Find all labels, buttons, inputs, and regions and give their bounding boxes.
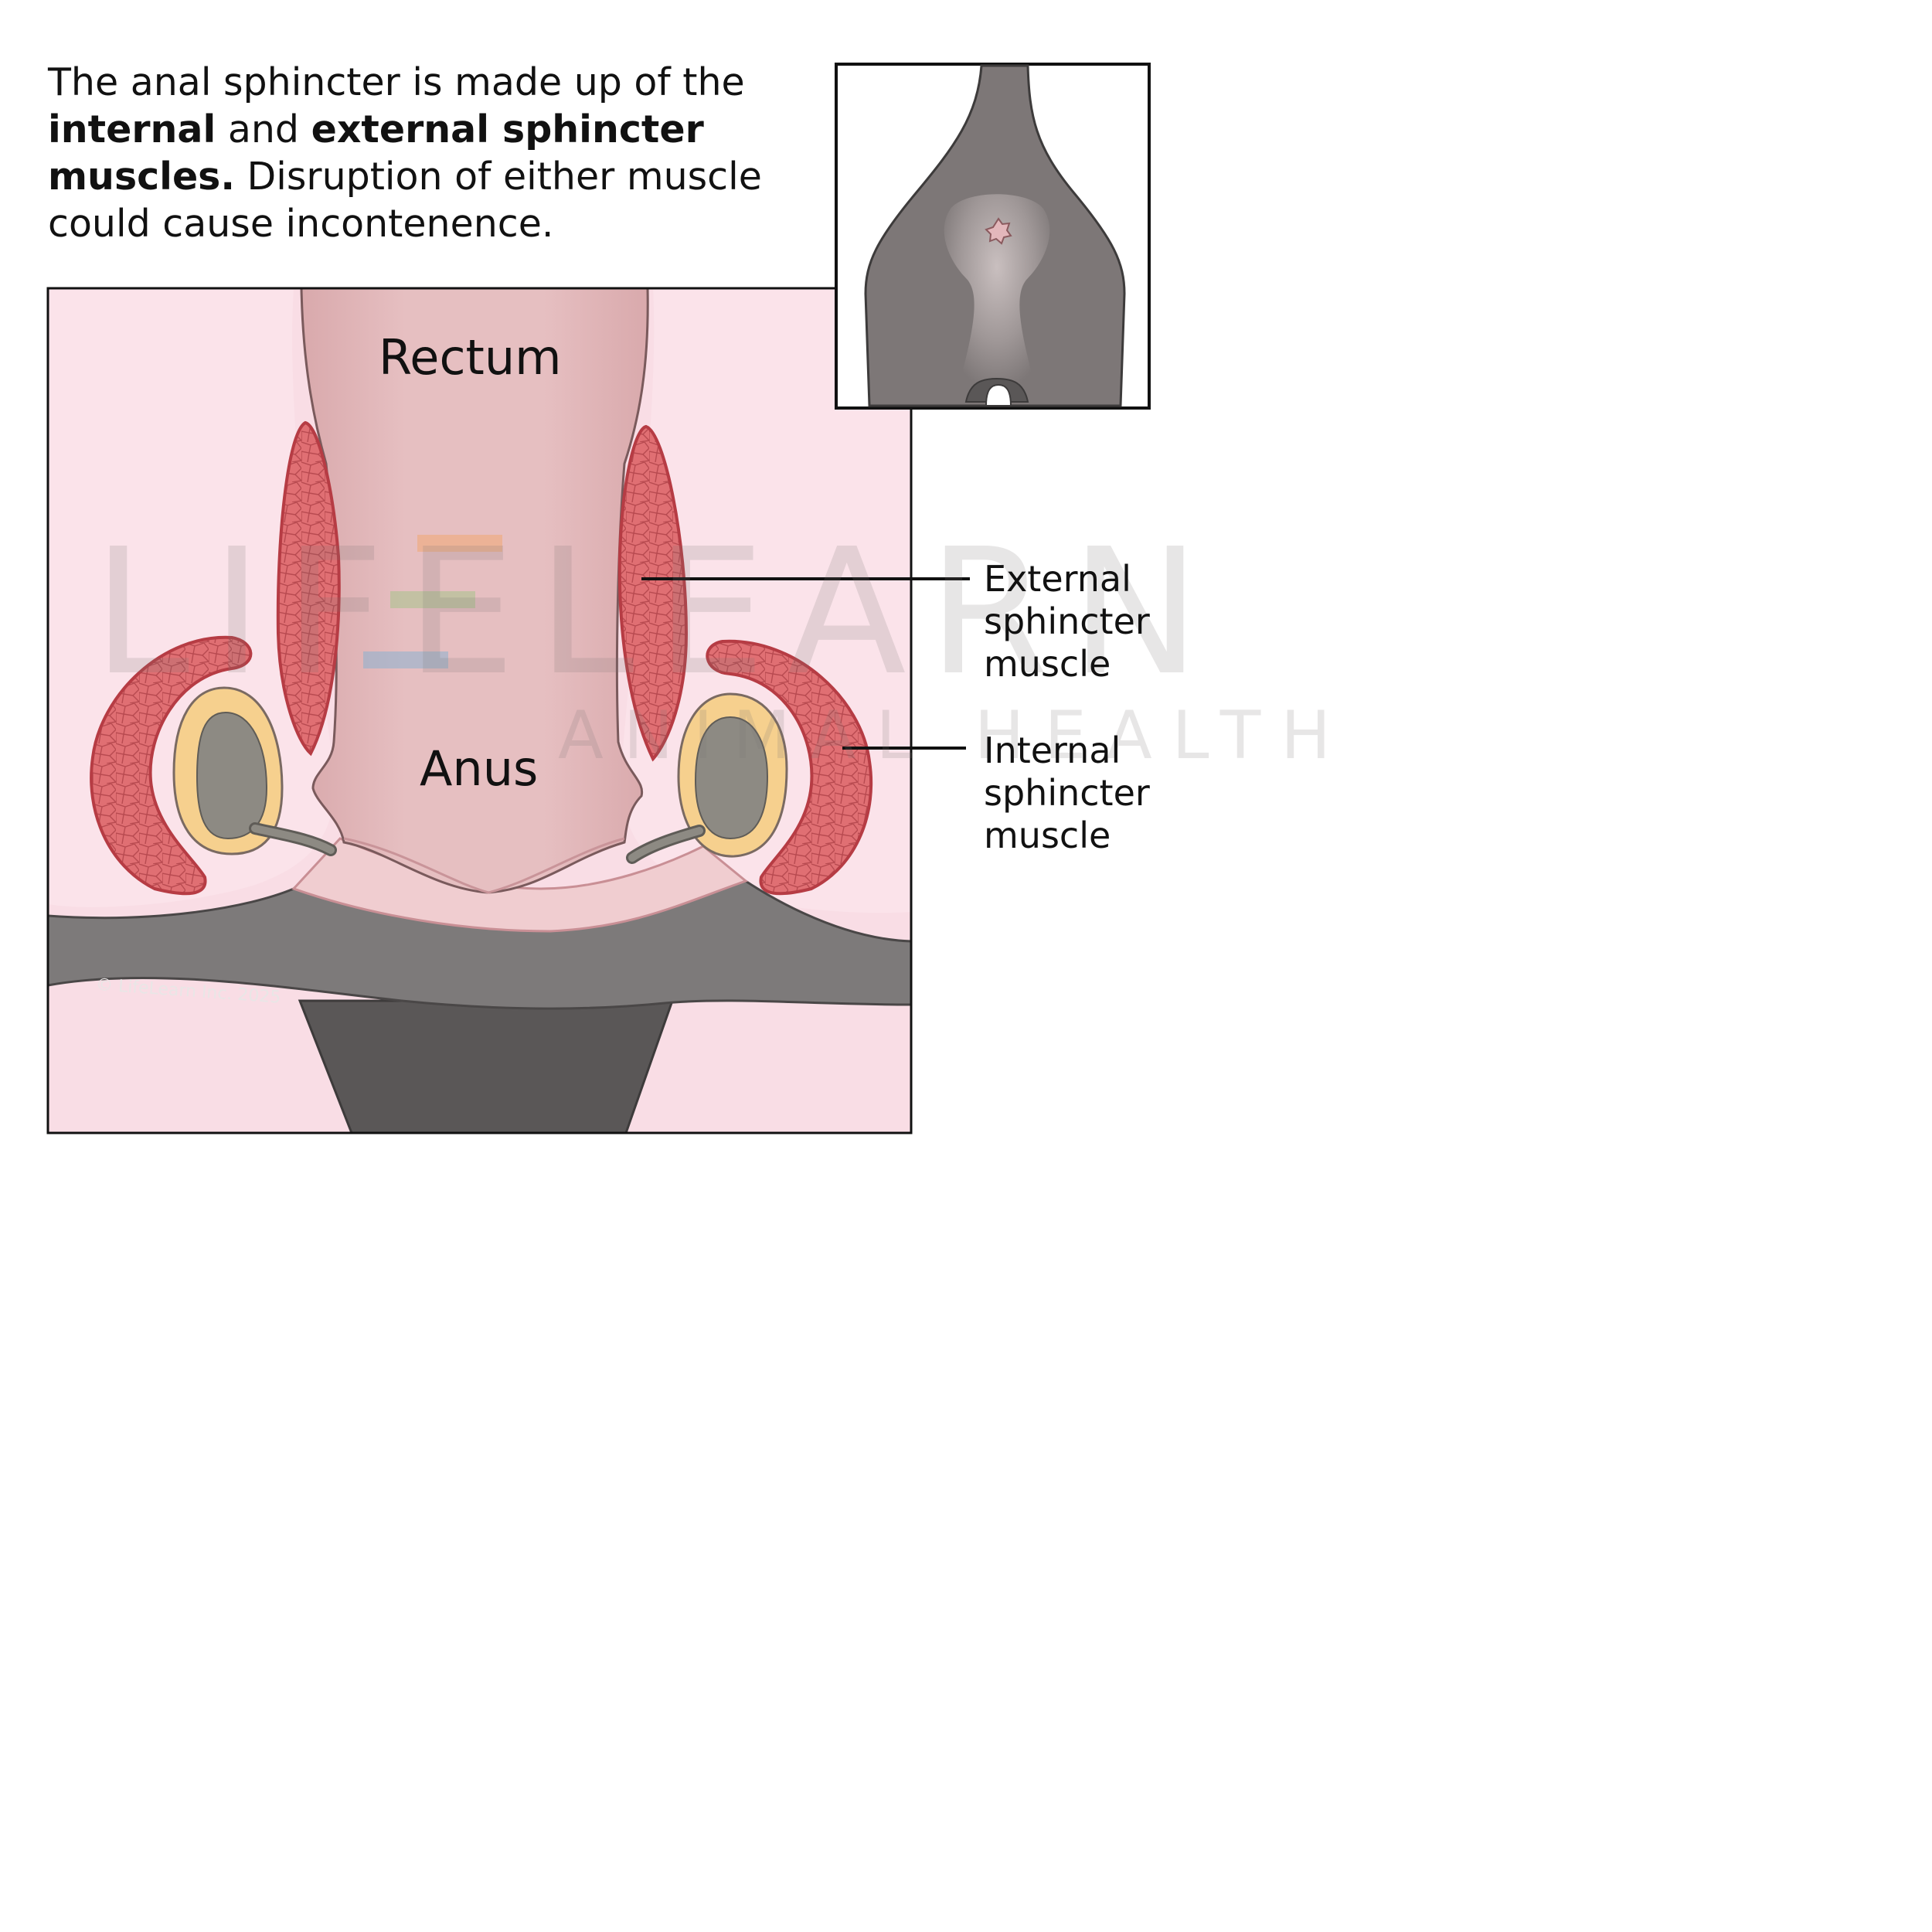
label-line: muscle [984, 643, 1111, 685]
headline-text: The anal sphincter is made up of the int… [48, 59, 813, 247]
label-anus: Anus [420, 740, 539, 797]
inset-view [835, 63, 1151, 410]
label-external-sphincter: External sphincter muscle [984, 558, 1150, 685]
watermark-subtitle: ANIMAL HEALTH [558, 697, 1351, 774]
anal-gland-right-duct-fill [628, 827, 703, 862]
inset-anus-icon [985, 217, 1012, 245]
internal-sphincter-left [276, 420, 341, 757]
headline-part: The anal sphincter is made up of the [48, 60, 745, 104]
label-line: sphincter [984, 600, 1150, 642]
label-line: Internal [984, 730, 1121, 771]
watermark-bar-blue [363, 651, 448, 668]
watermark-bar-orange [417, 535, 502, 552]
inset-anal-area [944, 194, 1050, 402]
anal-gland-left-duct-fill [251, 825, 335, 854]
anal-gland-left-sac [196, 711, 268, 840]
headline-part: Disruption of either muscle could cause … [48, 155, 762, 246]
anal-gland-right-sac [694, 716, 769, 840]
label-line: sphincter [984, 772, 1150, 814]
internal-sphincter-right [617, 424, 689, 762]
label-line: External [984, 558, 1131, 600]
watermark-bar-green [390, 591, 475, 608]
tail-base [298, 999, 675, 1134]
headline-bold-external: external sphincter muscles. [48, 107, 704, 199]
watermark-logo: LIFELEARN [93, 512, 1223, 714]
external-sphincter-right [706, 639, 873, 896]
anatomy-diagram [46, 63, 1151, 1134]
rectum-inner-line [343, 837, 625, 894]
inset-opening [985, 383, 1012, 406]
external-sphincter-left [90, 635, 253, 896]
label-line: muscle [984, 815, 1111, 856]
label-rectum: Rectum [379, 329, 562, 386]
headline-part: and [216, 107, 311, 151]
diagram-frame [46, 287, 913, 1134]
label-internal-sphincter: Internal sphincter muscle [984, 730, 1150, 857]
headline-bold-internal: internal [48, 107, 216, 151]
